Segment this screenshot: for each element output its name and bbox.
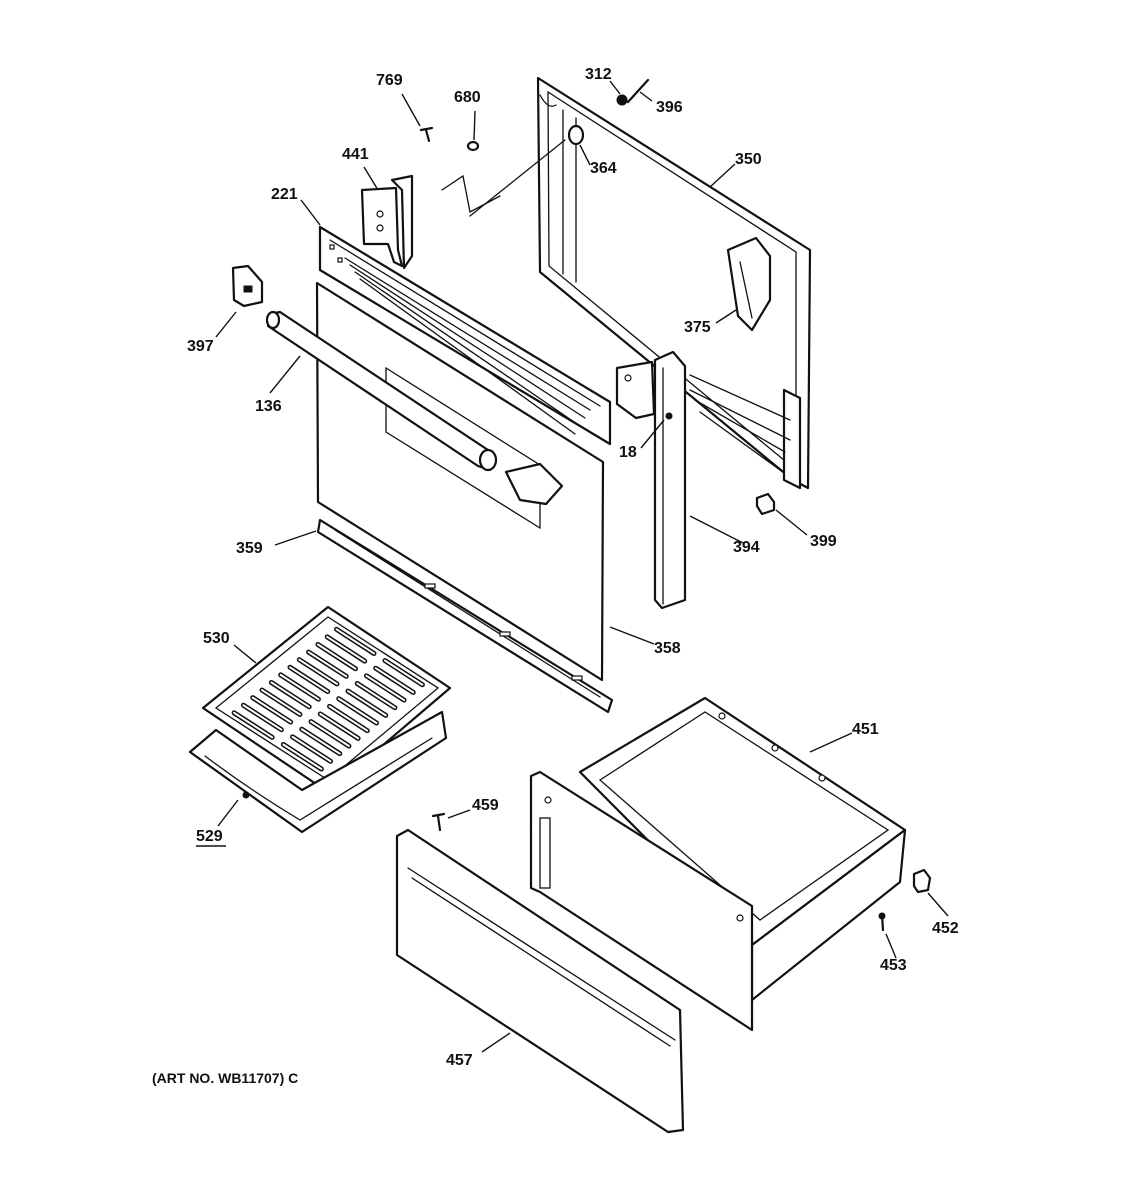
callout-680: 680 xyxy=(454,89,481,106)
callout-529: 529 xyxy=(196,828,223,845)
grid-slot-inner xyxy=(374,667,415,694)
grid-slot-inner xyxy=(233,711,274,739)
part-221-vent-trim xyxy=(318,225,612,446)
grid-slot-inner xyxy=(335,628,375,655)
callout-769: 769 xyxy=(376,72,403,89)
part-359-bottom-trim xyxy=(316,518,614,714)
callout-221: 221 xyxy=(271,186,298,203)
callout-459: 459 xyxy=(472,797,499,814)
callout-labels: 769 680 312 396 441 364 350 221 397 375 … xyxy=(187,66,959,1069)
part-769-screw xyxy=(419,126,434,143)
part-441-hinge-bracket xyxy=(360,174,414,270)
grid-slot-inner xyxy=(365,674,406,702)
grid-slot-inner xyxy=(288,666,329,693)
part-459-screw xyxy=(431,812,446,832)
part-399-bumper xyxy=(755,492,776,516)
part-452-glide xyxy=(912,868,932,894)
callout-136: 136 xyxy=(255,398,282,415)
grid-slot-inner xyxy=(383,659,424,686)
callout-396: 396 xyxy=(656,99,683,116)
grid-slot-inner xyxy=(242,704,283,731)
callout-359: 359 xyxy=(236,540,263,557)
grid-slot-inner xyxy=(328,705,369,732)
grid-slot-inner xyxy=(307,651,348,678)
grid-slot-inner xyxy=(356,682,396,709)
callout-441: 441 xyxy=(342,146,369,163)
grid-slot-inner xyxy=(300,728,341,755)
part-394-side-rail xyxy=(615,350,687,610)
callout-364: 364 xyxy=(590,160,617,177)
grid-slot-inner xyxy=(337,697,378,725)
callout-350: 350 xyxy=(735,151,762,168)
grid-slot-inner xyxy=(282,743,323,770)
part-397-latch xyxy=(231,264,264,308)
part-457-drawer-front xyxy=(395,828,685,1134)
part-680-clip xyxy=(441,140,501,213)
leader-lines xyxy=(215,80,949,1053)
grid-slot-inner xyxy=(251,696,292,724)
part-136-door-handle xyxy=(265,310,498,472)
part-451-drawer-box xyxy=(578,696,907,1002)
callout-452: 452 xyxy=(932,920,959,937)
part-530-broiler-grid xyxy=(201,605,452,794)
callout-397: 397 xyxy=(187,338,214,355)
callout-358: 358 xyxy=(654,640,681,657)
grid-slot-inner xyxy=(326,635,366,663)
callout-453: 453 xyxy=(880,957,907,974)
door-hinge-block xyxy=(504,462,564,506)
grid-slot-inner xyxy=(261,689,301,716)
art-number: (ART NO. WB11707) C xyxy=(152,1070,298,1086)
callout-394: 394 xyxy=(733,539,760,556)
callout-530: 530 xyxy=(203,630,230,647)
part-358-door-inner-panel xyxy=(315,281,605,682)
grid-slot-inner xyxy=(291,735,332,763)
callout-399: 399 xyxy=(810,533,837,550)
callout-18: 18 xyxy=(619,444,637,461)
part-453-screw xyxy=(878,912,886,932)
grid-slot-inner xyxy=(319,712,360,740)
grid-slot-inner xyxy=(279,673,320,701)
drawer-side-panel xyxy=(529,770,754,1032)
callout-457: 457 xyxy=(446,1052,473,1069)
grid-slot-inner xyxy=(316,643,357,670)
callout-312: 312 xyxy=(585,66,612,83)
callout-375: 375 xyxy=(684,319,711,336)
grid-slot-inner xyxy=(310,720,350,747)
part-396-screw xyxy=(616,78,650,106)
grid-slot-inner xyxy=(347,690,387,717)
part-350-door-outer-panel xyxy=(536,76,812,490)
grid-slot-inner xyxy=(270,681,311,708)
grid-slot-inner xyxy=(298,658,338,685)
part-529-broiler-pan xyxy=(188,710,448,834)
callout-451: 451 xyxy=(852,721,879,738)
broiler-grid-slots xyxy=(231,626,425,772)
